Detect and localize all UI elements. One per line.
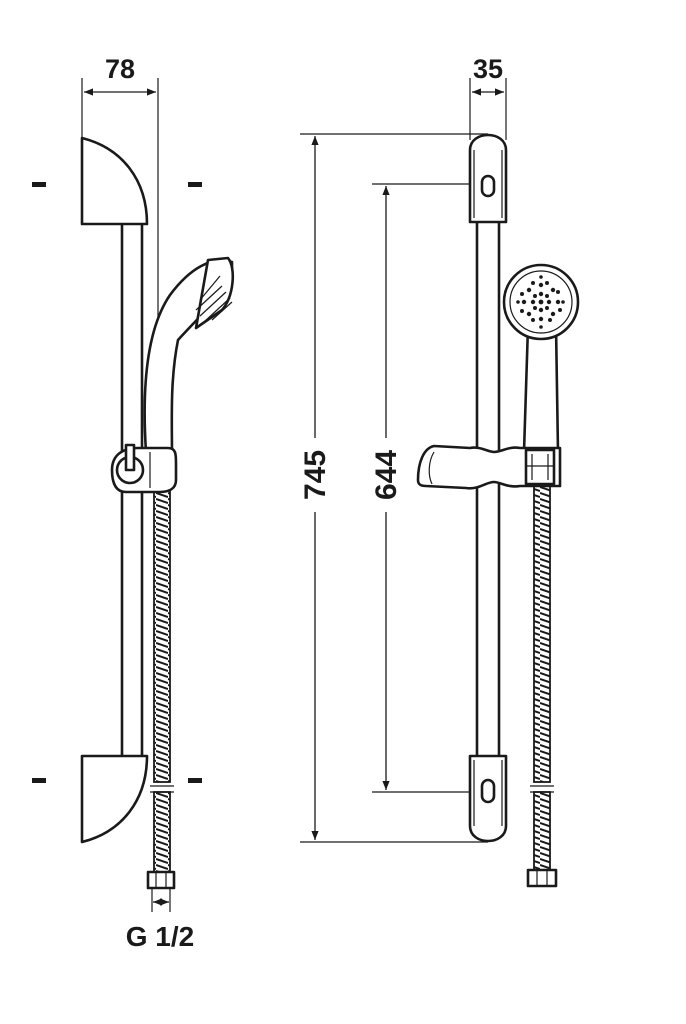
side-width-label: 78 [105,54,135,84]
nut-front [526,868,558,888]
hose-side [153,479,171,783]
screw-icon [188,182,202,187]
rail-front [475,218,501,762]
hose-front [533,483,551,783]
screw-icon [188,778,202,783]
top-bracket-side [80,136,149,226]
hose-side-lower [153,791,171,873]
dimension-total-height: 745 [296,133,488,843]
bottom-bracket-side [80,754,149,844]
top-bracket-front [468,133,508,224]
front-width-label: 35 [473,54,503,84]
mount-distance-label: 644 [370,450,403,500]
dimension-front-width: 35 [469,54,507,140]
front-view: 35 745 644 [296,54,580,888]
nut-side [146,870,176,890]
screw-icon [32,182,46,187]
slider-side [110,443,178,494]
hand-shower-side [143,256,235,458]
screw-icon [32,778,46,783]
slider-front [416,444,562,490]
thread-label: G 1/2 [126,921,194,952]
dimension-mount-distance: 644 [368,183,488,793]
dimension-side-width: 78 [81,54,159,320]
hand-shower-front [502,263,580,454]
total-height-label: 745 [299,450,332,500]
hose-front-lower [533,791,551,873]
side-view: 78 [32,54,235,952]
dimension-thread: G 1/2 [126,888,194,952]
bottom-bracket-front [468,754,508,843]
